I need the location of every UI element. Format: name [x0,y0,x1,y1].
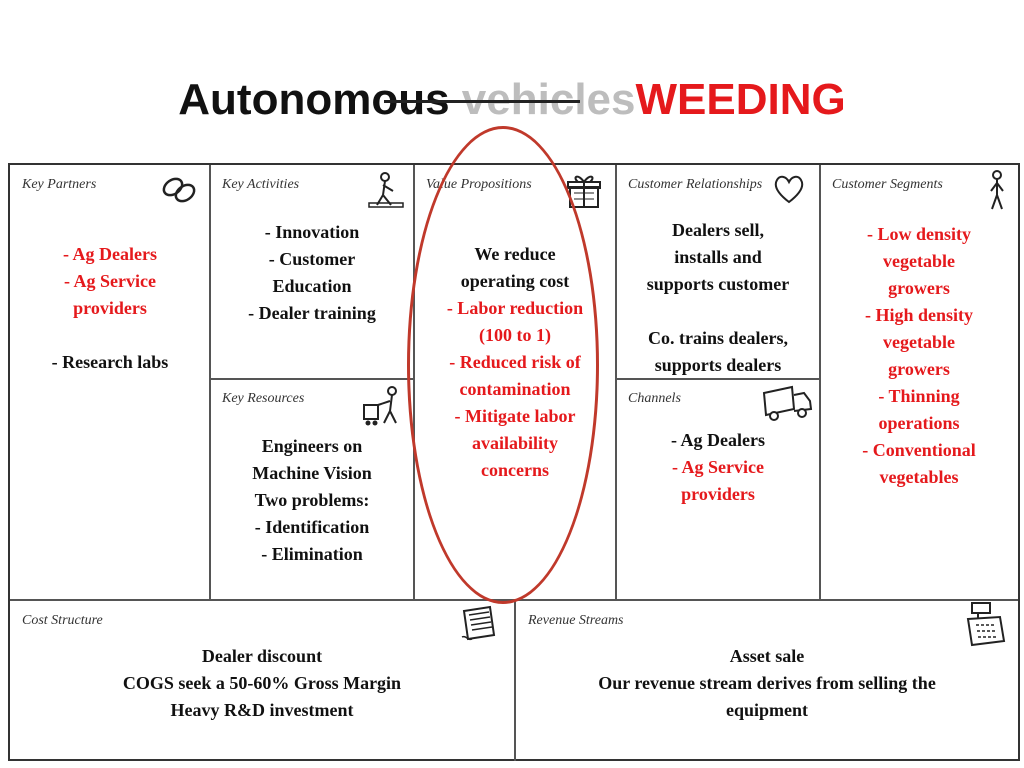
channels-content: - Ag Dealers - Ag Service providers [616,427,820,508]
key-partners-label: Key Partners [22,177,97,192]
key-partners-line: providers [73,298,147,318]
channels-line: - Ag Service [672,457,764,477]
key-resources-label: Key Resources [222,391,305,406]
key-activities-content: - Innovation - Customer Education - Deal… [210,219,414,327]
customer-segments-line: - Thinning [878,386,960,406]
revenue-streams-line: Asset sale [729,646,805,666]
title-part-vehicles-struck: vehicles [449,75,636,124]
customer-segments-line: vegetable [883,251,955,271]
chain-link-icon [158,171,200,214]
cost-structure-label: Cost Structure [22,613,103,628]
channels-line: - Ag Dealers [671,430,765,450]
customer-relationships-label: Customer Relationships [628,177,763,192]
key-resources-line: Two problems: [254,490,370,510]
customer-segments-line: growers [888,278,950,298]
customer-segments-line: - High density [864,305,974,325]
key-resources-content: Engineers on Machine Vision Two problems… [210,433,414,568]
cost-structure-content: Dealer discount COGS seek a 50-60% Gross… [10,643,514,724]
grid-line [819,165,821,599]
customer-relationships-line: installs and [674,247,762,267]
customer-segments-line: vegetables [879,467,959,487]
customer-segments-line: growers [888,359,950,379]
key-activities-line: Education [272,276,352,296]
title-part-autonomous: Autonomous [178,75,450,124]
customer-relationships-line: Dealers sell, [672,220,764,240]
key-activities-line: - Customer [268,249,356,269]
customer-segments-content: - Low density vegetable growers - High d… [820,221,1018,491]
customer-segments-line: - Conventional [862,440,976,460]
person-icon [984,169,1010,216]
key-activities-line: - Dealer training [248,303,376,323]
grid-line [615,378,821,380]
heart-icon [772,173,806,210]
grid-line [209,165,211,599]
revenue-streams-label: Revenue Streams [528,613,624,628]
title-strikethrough [384,100,580,103]
cost-structure-line: Dealer discount [201,646,323,666]
cost-structure-line: COGS seek a 50-60% Gross Margin [122,673,402,693]
revenue-streams-line: Our revenue stream derives from selling … [598,673,936,693]
slide-title: Autonomous vehiclesWEEDING [0,72,1024,128]
key-activities-label: Key Activities [222,177,300,192]
customer-relationships-line: supports dealers [654,355,782,375]
worker-cart-icon [362,385,406,434]
key-partners-line: - Ag Service [64,271,156,291]
key-resources-line: - Elimination [261,544,363,564]
key-partners-content: - Ag Dealers - Ag Service providers - Re… [10,241,210,376]
customer-relationships-content: Dealers sell, installs and supports cust… [616,217,820,379]
revenue-streams-content: Asset sale Our revenue stream derives fr… [516,643,1018,724]
key-resources-line: Engineers on [261,436,363,456]
truck-icon [760,383,814,428]
cost-structure-line: Heavy R&D investment [170,700,354,720]
grid-line [615,165,617,599]
key-resources-line: - Identification [254,517,370,537]
channels-label: Channels [628,391,681,406]
revenue-streams-line: equipment [725,700,808,720]
key-partners-line: - Research labs [51,352,169,372]
cash-register-icon [964,601,1010,656]
key-resources-line: Machine Vision [252,463,372,483]
value-proposition-highlight-oval [407,126,599,604]
key-partners-line: - Ag Dealers [63,244,157,264]
receipt-icon [456,605,500,650]
customer-segments-line: - Low density [866,224,971,244]
key-activities-line: - Innovation [264,222,360,242]
title-part-weeding: WEEDING [635,75,846,124]
customer-segments-label: Customer Segments [832,177,943,192]
grid-line [514,599,516,761]
gift-icon [564,171,604,216]
worker-icon [365,171,405,216]
customer-segments-line: vegetable [883,332,955,352]
customer-segments-line: operations [878,413,960,433]
customer-relationships-line: Co. trains dealers, [648,328,788,348]
customer-relationships-line: supports customer [646,274,790,294]
channels-line: providers [681,484,755,504]
grid-line [209,378,415,380]
